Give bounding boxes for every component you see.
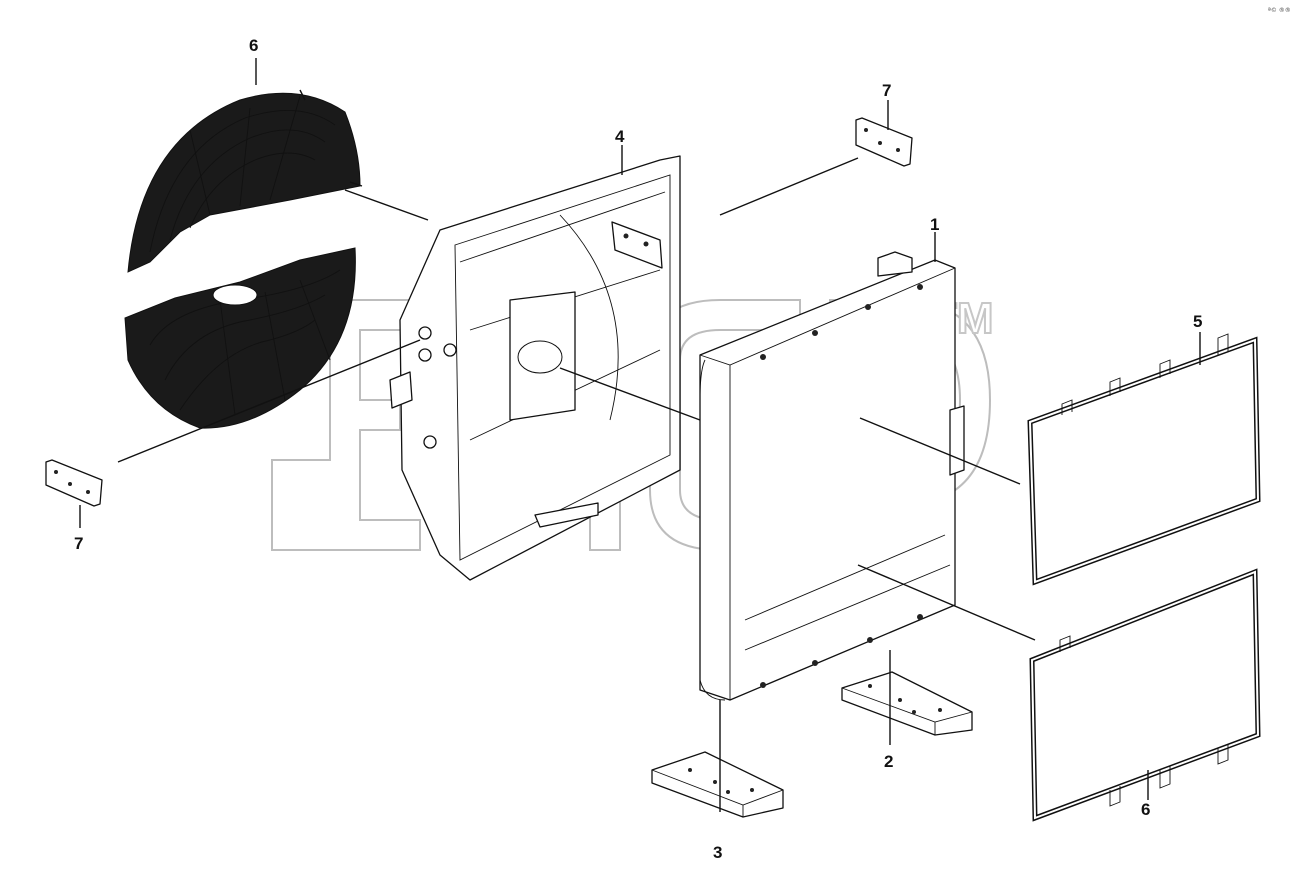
bracket-plate-lower (45, 459, 103, 507)
support-plate-2 (841, 671, 973, 736)
gasket-upper (1027, 333, 1261, 586)
fan-guard-upper (127, 89, 363, 273)
gasket-lower (1029, 568, 1261, 822)
callout-6-lower: 6 (1141, 800, 1150, 819)
callout-3: 3 (713, 843, 722, 862)
fan-shroud (389, 155, 681, 581)
radiator-core (699, 251, 965, 701)
fan-guard-lower (124, 247, 356, 429)
callout-7-upper: 7 (882, 81, 891, 100)
callout-6-upper: 5 (1193, 312, 1202, 331)
leader-lines (79, 58, 1201, 812)
callout-7-lower: 7 (74, 534, 83, 553)
callout-5: 6 (249, 36, 258, 55)
callout-2: 2 (884, 752, 893, 771)
callout-4: 4 (615, 127, 625, 146)
corner-text: ª© ®® (1268, 7, 1291, 14)
support-plate-3 (651, 751, 784, 818)
bracket-plate-upper (855, 117, 913, 167)
callout-1: 1 (930, 215, 939, 234)
